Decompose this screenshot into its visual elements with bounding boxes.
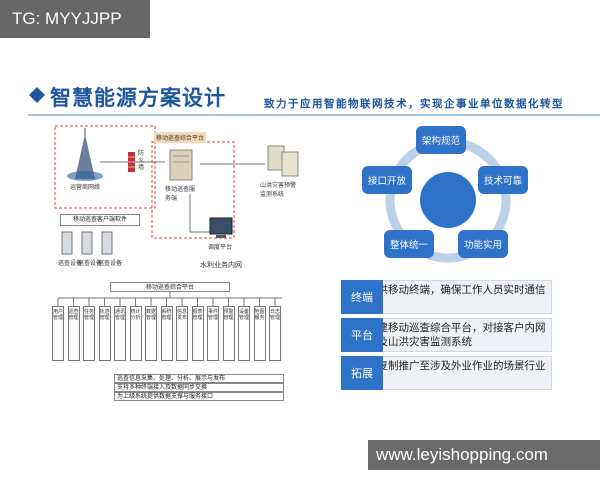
tree-note-1: 巡查信息采集、处理、分析、展示与发布 — [114, 374, 284, 383]
cycle-diagram: 架构规范 技术可靠 功能实用 整体统一 接口开放 — [358, 124, 538, 269]
cycle-node-2: 技术可靠 — [478, 166, 528, 194]
cycle-node-1: 架构规范 — [416, 126, 466, 154]
tree-leaf: 系统管理 — [160, 306, 173, 361]
device-label-3: 巡查设备 — [98, 260, 123, 267]
title-divider — [28, 114, 600, 116]
diagram-lines — [54, 125, 299, 255]
feature-tag-2: 平台 — [341, 318, 383, 352]
firewall-icon — [128, 152, 135, 172]
tree-root: 移动巡查综合平台 — [110, 282, 230, 292]
firewall-label: 防火墙 — [138, 150, 145, 171]
function-tree: 移动巡查综合平台 用户管理巡查管理任务管理轨迹管理通讯管理统计分析数据管理系统管… — [50, 282, 290, 404]
tree-leaf: 日志管理 — [269, 306, 281, 361]
tree-lines — [57, 292, 282, 306]
monitor-server-icon — [267, 145, 299, 177]
tree-leaf: 信息发布 — [176, 306, 188, 361]
tree-note-2: 支持多种终端接入及数据同步交换 — [114, 383, 284, 392]
page-title: 智慧能源方案设计 — [50, 86, 226, 110]
dispatch-label: 调度平台 — [208, 244, 233, 251]
device-label-2: 巡查设备 — [78, 260, 103, 267]
network-diagram: 运营商网络 移动巡查综合平台 移动巡查服务端 防火墙 山洪灾害预警监测系统 移动… — [50, 124, 350, 274]
tree-leaf: 事件管理 — [207, 306, 219, 361]
client-software-box: 移动巡查客户端软件 — [60, 214, 140, 226]
tree-leaf: 预警管理 — [222, 306, 235, 361]
tree-leaf: 统计分析 — [129, 306, 142, 361]
feature-tag-1: 终端 — [341, 280, 383, 314]
feature-text-3: 可复制推广至涉及外业作业的场景行业 — [367, 360, 546, 372]
cycle-node-3: 功能实用 — [458, 230, 508, 258]
tree-leaf: 地图服务 — [253, 306, 266, 361]
tree-leaf: 设备管理 — [238, 306, 250, 361]
feature-text-2: 构建移动巡查综合平台，对接客户内网以及山洪灾害监测系统 — [367, 322, 546, 348]
phone-icons — [61, 231, 113, 255]
device-label-1: 巡查设备 — [58, 260, 83, 267]
diamond-icon — [29, 87, 45, 103]
tree-leaf: 轨迹管理 — [98, 306, 111, 361]
feature-text-1: 提供移动终端，确保工作人员实时通信 — [367, 284, 546, 296]
tree-leaf: 巡查管理 — [67, 306, 80, 361]
page-subtitle: 致力于应用智能物联网技术，实现企事业单位数据化转型 — [264, 98, 564, 110]
server-icon — [169, 149, 193, 181]
tower-icon — [67, 128, 103, 181]
tree-leaf: 用户管理 — [52, 306, 64, 361]
tree-leaf: 任务管理 — [83, 306, 95, 361]
comm-network-label: 运营商网络 — [70, 184, 101, 191]
watermark-top: TG: MYYJJPP — [0, 0, 150, 38]
cycle-node-5: 接口开放 — [362, 166, 412, 194]
tree-leaf: 数据管理 — [145, 306, 157, 361]
cycle-node-4: 整体统一 — [384, 230, 434, 258]
watermark-bottom: www.leyishopping.com — [368, 440, 600, 470]
tree-note-3: 为上级系统提供数据支撑与服务接口 — [114, 392, 284, 401]
server-label: 移动巡查服务端 — [165, 186, 196, 202]
center-circle — [420, 172, 476, 228]
feature-tag-3: 拓展 — [341, 356, 383, 390]
platform-label: 移动巡查综合平台 — [154, 132, 207, 143]
tree-leaf: 报表管理 — [191, 306, 204, 361]
monitor-system-label: 山洪灾害预警监测系统 — [260, 182, 297, 198]
intranet-label: 水利业务内网 — [200, 261, 242, 269]
tree-leaf: 通讯管理 — [114, 306, 126, 361]
computer-icon — [209, 217, 233, 238]
